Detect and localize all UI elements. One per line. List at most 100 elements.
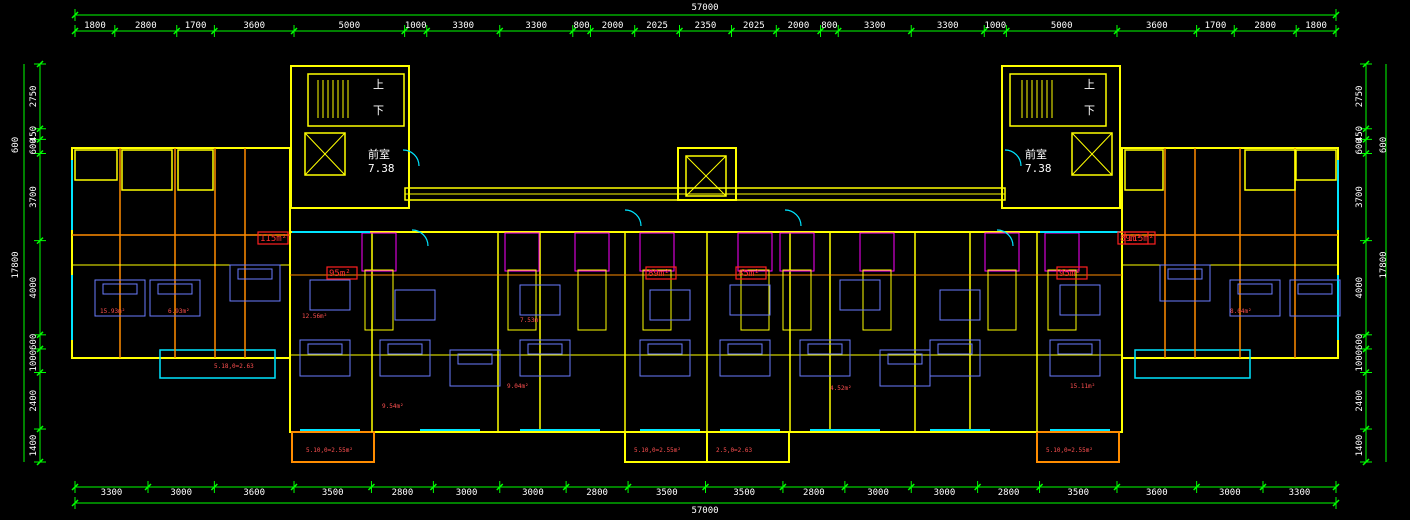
pillow xyxy=(102,283,138,295)
middle-block-outline xyxy=(289,231,1123,433)
left-total-dimension: 17800 xyxy=(11,251,21,278)
top-total-dimension: 57000 xyxy=(691,3,718,13)
stair-up-label-right: 上 xyxy=(1084,78,1095,91)
right-dim-label: 3700 xyxy=(1355,186,1365,208)
left-dim-label: 4000 xyxy=(29,277,39,299)
sofa xyxy=(839,279,881,311)
top-dim-label: 1700 xyxy=(1205,21,1227,31)
bathroom-box xyxy=(1044,232,1080,272)
bottom-tick-mark xyxy=(1259,483,1267,491)
room-area-label: 15.93m² xyxy=(100,308,125,315)
bottom-total-tick-mark xyxy=(71,499,79,507)
unit-tag-label: 95m² xyxy=(329,269,351,279)
balcony-1 xyxy=(291,431,375,463)
balcony-area-label: 2.5,0=2.63 xyxy=(716,447,753,454)
left-core-outline xyxy=(290,65,410,209)
bottom-tick-mark xyxy=(71,483,79,491)
bathroom-shaft xyxy=(740,269,770,331)
top-dim-label: 1700 xyxy=(185,21,207,31)
bathroom-box xyxy=(639,232,675,272)
top-tick-mark xyxy=(675,27,684,35)
right-dim-label: 600 xyxy=(1355,334,1365,350)
bathroom-shaft xyxy=(577,269,607,331)
bottom-tick-mark xyxy=(367,483,375,491)
pillow xyxy=(527,343,563,355)
left-terrace xyxy=(159,349,276,379)
top-dim-label: 2800 xyxy=(1254,21,1276,31)
pillow xyxy=(457,353,493,365)
bottom-tick-mark xyxy=(562,483,570,491)
room-area-label: 12.56m² xyxy=(302,313,327,320)
pillow xyxy=(727,343,763,355)
right-tick-mark xyxy=(1362,60,1370,68)
elevator-cross xyxy=(304,132,346,176)
balcony-area-label: 5.10,0=2.55m² xyxy=(1046,447,1093,454)
right-tick-mark xyxy=(1362,425,1370,433)
bottom-tick-mark xyxy=(1193,483,1201,491)
bed xyxy=(229,264,281,302)
bed xyxy=(929,339,981,377)
top-dim-label: 3300 xyxy=(452,21,474,31)
lobby-label-left: 前室 xyxy=(368,147,390,161)
room-area-label: 9.04m² xyxy=(507,383,529,390)
sofa xyxy=(729,284,771,316)
stair-down-label-right: 下 xyxy=(1084,104,1095,117)
top-tick-mark xyxy=(1113,27,1121,35)
left-tick-mark xyxy=(36,135,44,143)
bottom-dim-label: 3000 xyxy=(1219,488,1241,498)
bathroom-box xyxy=(574,232,610,272)
top-tick-mark xyxy=(1292,27,1300,35)
door-swing xyxy=(1004,149,1022,167)
right-dim-label: 2400 xyxy=(1355,390,1365,412)
right-stair-box xyxy=(1009,73,1107,127)
stair-core-right: 上 下 前室 7.38 xyxy=(1025,78,1095,175)
room-area-label: 4.52m² xyxy=(830,385,852,392)
bed xyxy=(519,339,571,377)
bottom-dim-label: 3000 xyxy=(456,488,478,498)
top-dim-label: 5000 xyxy=(338,21,360,31)
top-dim-label: 1800 xyxy=(84,21,106,31)
unit-tag-box xyxy=(735,266,767,280)
door-swing xyxy=(402,149,420,167)
bottom-tick-mark xyxy=(1332,483,1340,491)
right-dim-label: 450 xyxy=(1355,126,1365,142)
pillow xyxy=(1297,283,1333,295)
bed xyxy=(1229,279,1281,317)
bed xyxy=(719,339,771,377)
elevator-cross xyxy=(1071,132,1113,176)
left-dim-label: 600 xyxy=(29,138,39,154)
pillow xyxy=(807,343,843,355)
bed xyxy=(1289,279,1341,317)
bed xyxy=(1159,264,1211,302)
top-tick-mark xyxy=(727,27,736,35)
top-dim-label: 5000 xyxy=(1051,21,1073,31)
sofa xyxy=(394,289,436,321)
bottom-tick-mark xyxy=(974,483,982,491)
balcony-4 xyxy=(1036,431,1120,463)
top-tick-mark xyxy=(817,27,825,35)
central-elevator-car xyxy=(685,155,727,197)
top-total-tick-mark xyxy=(1332,11,1340,19)
left-wing-room xyxy=(121,149,173,191)
unit-tag-label: 115m² xyxy=(1127,234,1154,244)
top-dim-label: 3300 xyxy=(864,21,886,31)
balcony-3 xyxy=(706,431,790,463)
bed xyxy=(379,339,431,377)
right-tick-mark xyxy=(1362,458,1370,466)
bathroom-box xyxy=(504,232,540,272)
bottom-dim-label: 3600 xyxy=(243,488,265,498)
top-dim-label: 3300 xyxy=(937,21,959,31)
top-tick-mark xyxy=(173,27,181,35)
left-tick-mark xyxy=(36,60,44,68)
left-dim-label: 1400 xyxy=(29,435,39,457)
sofa xyxy=(519,284,561,316)
bottom-dim-label: 2800 xyxy=(586,488,608,498)
bathroom-shaft xyxy=(507,269,537,331)
bottom-dim-label: 3500 xyxy=(1067,488,1089,498)
bottom-tick-mark xyxy=(496,483,504,491)
top-dim-label: 2025 xyxy=(743,21,765,31)
right-tick-mark xyxy=(1362,125,1370,133)
